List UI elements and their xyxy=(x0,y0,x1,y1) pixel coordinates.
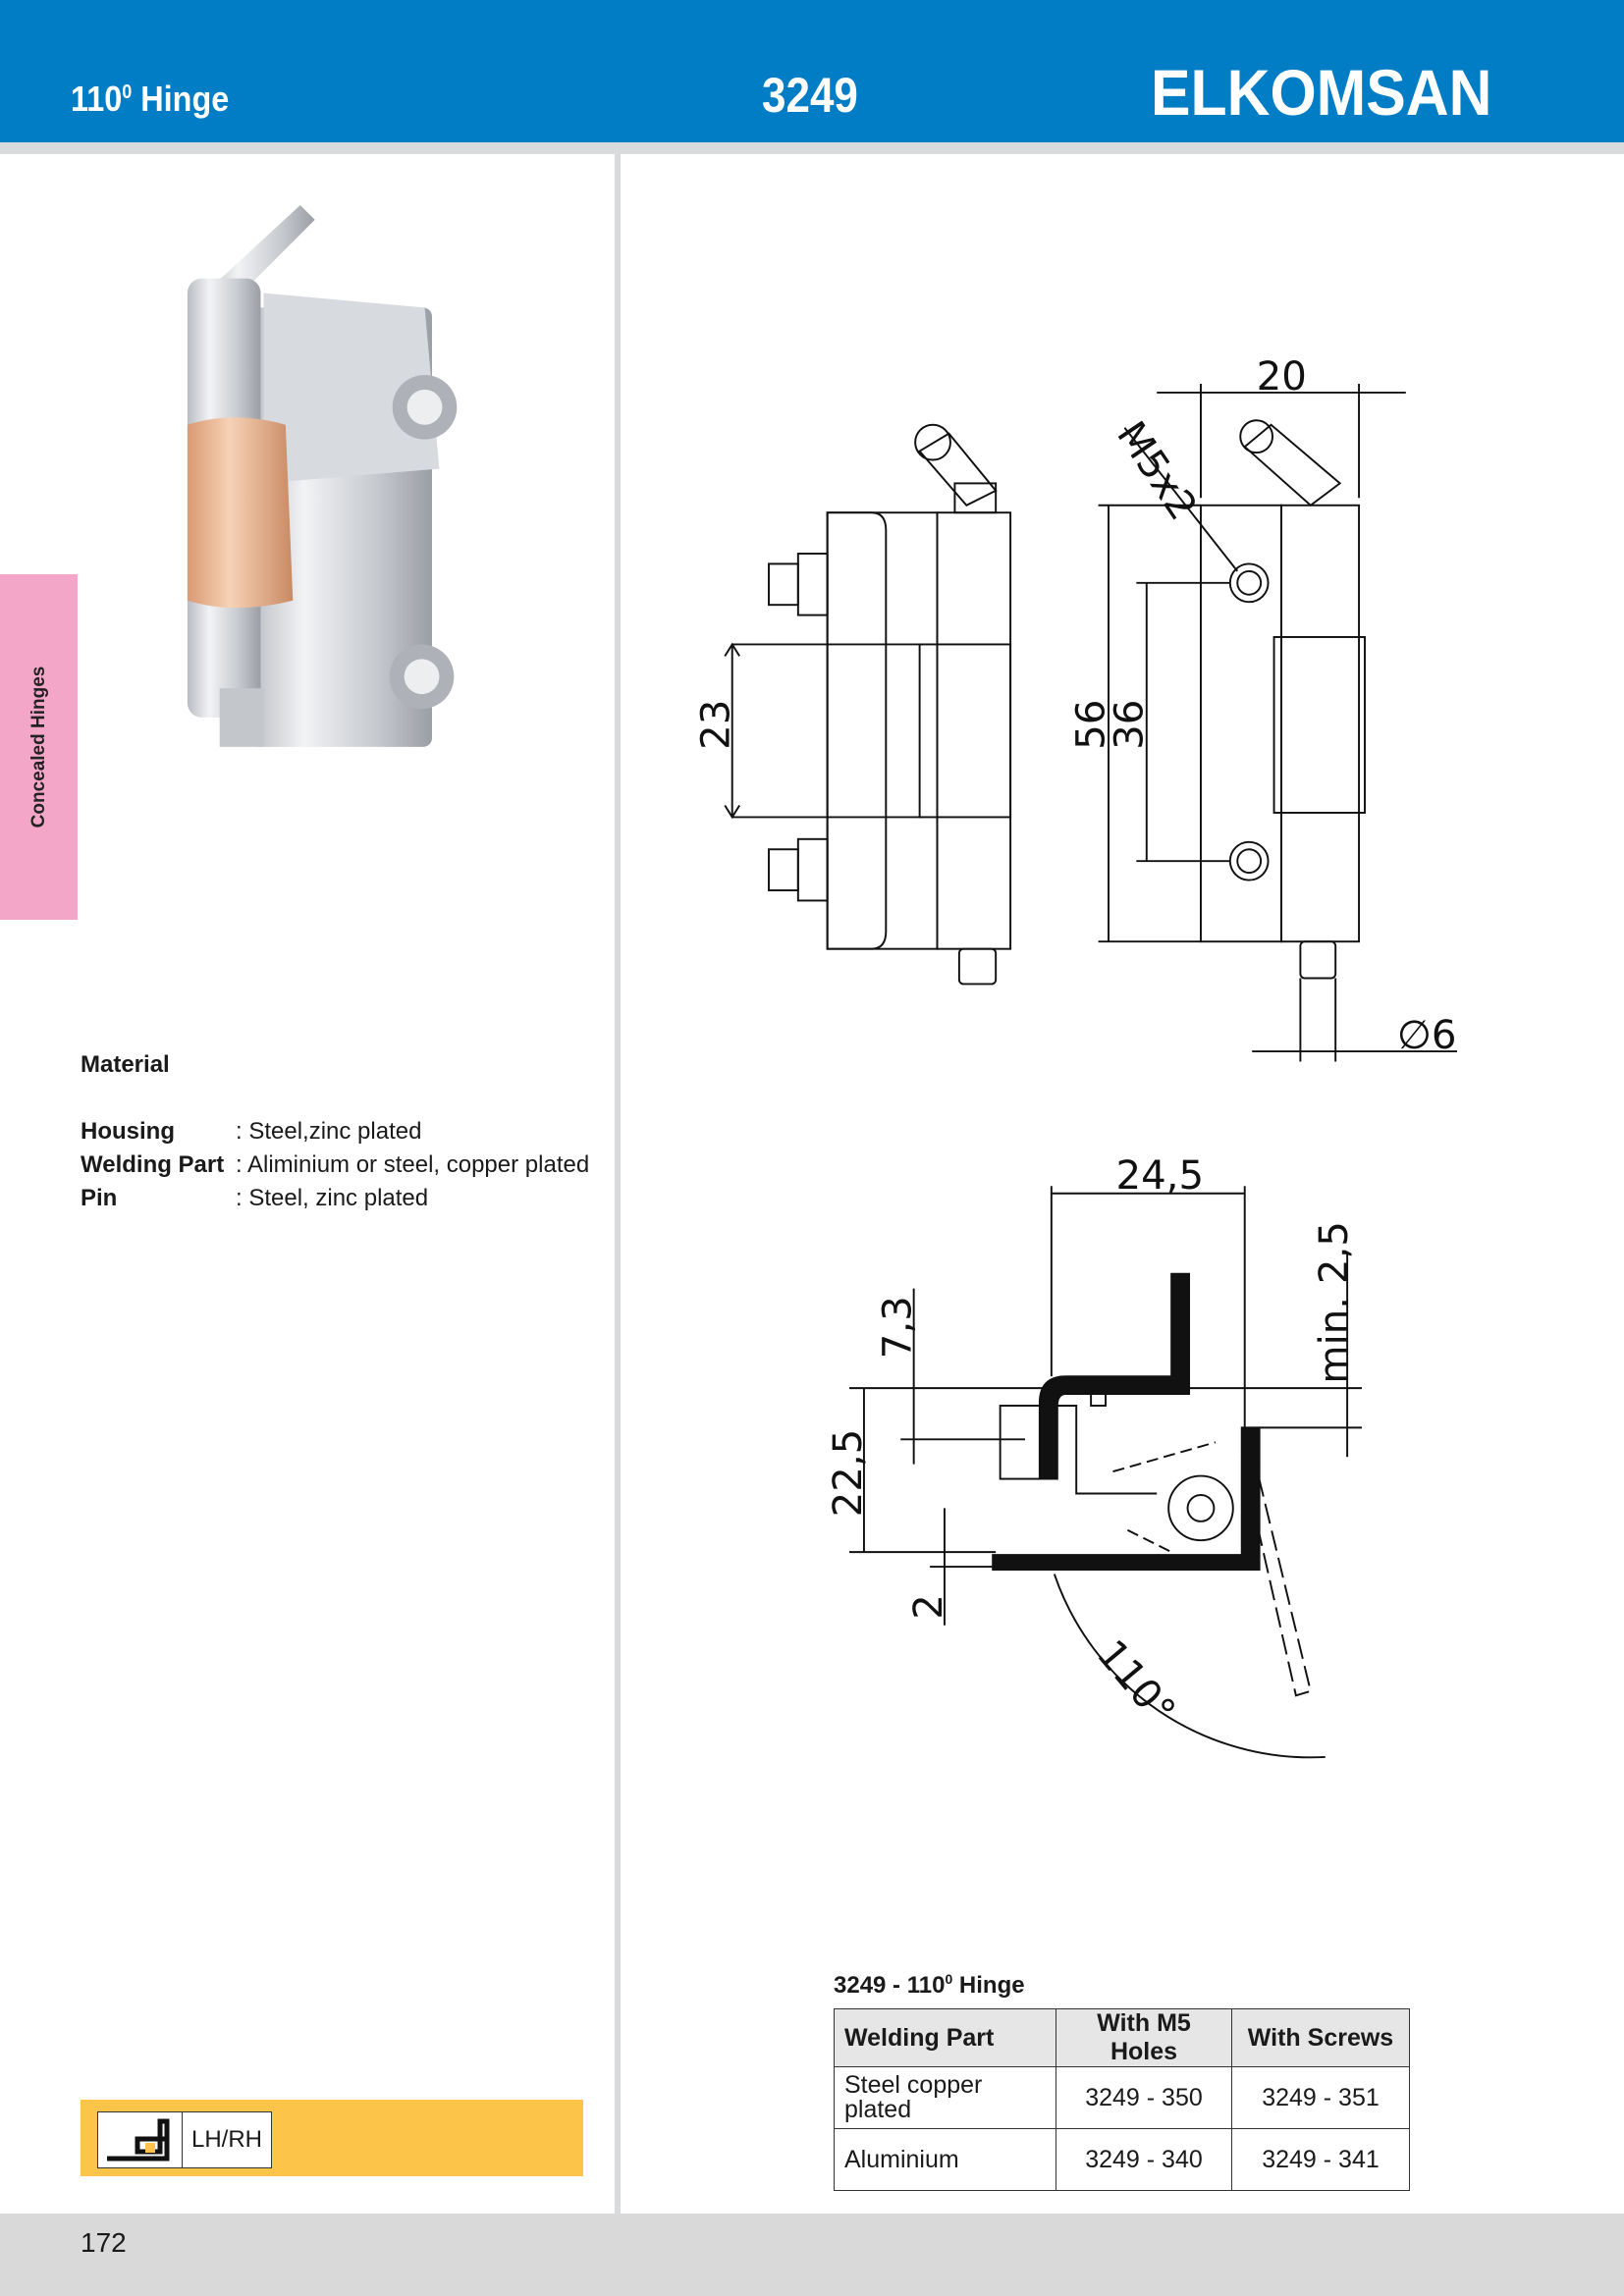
col-header: Welding Part xyxy=(834,2008,1056,2067)
page-header: 1100 Hinge 3249 ELKOMSAN xyxy=(0,0,1624,142)
lh-rh-badge: LH/RH xyxy=(182,2111,272,2168)
cell: Aluminium xyxy=(834,2128,1056,2191)
dim-min-2-5: min. 2,5 xyxy=(1312,1221,1357,1384)
material-key: Housing xyxy=(81,1118,175,1145)
table-header-row: Welding Part With M5 Holes With Screws xyxy=(834,2008,1410,2067)
front-view xyxy=(724,423,1012,986)
concealed-mount-icon xyxy=(97,2111,184,2168)
side-view xyxy=(1098,383,1457,1062)
dim-diameter-6: ∅6 xyxy=(1397,1013,1457,1058)
dim-24-5: 24,5 xyxy=(1115,1153,1204,1199)
table-row: Aluminium 3249 - 340 3249 - 341 xyxy=(834,2128,1410,2191)
cell: 3249 - 350 xyxy=(1056,2066,1232,2129)
col-header: With Screws xyxy=(1231,2008,1410,2067)
dim-2: 2 xyxy=(906,1594,951,1620)
dim-m5x2: M5x2 xyxy=(1108,414,1206,529)
cell: 3249 - 340 xyxy=(1056,2128,1232,2191)
material-value: : Steel, zinc plated xyxy=(236,1185,429,1211)
category-tab[interactable]: Concealed Hinges xyxy=(0,574,78,920)
cell: Steel copper plated xyxy=(834,2066,1056,2129)
table-title: 3249 - 1100 Hinge xyxy=(834,1971,1025,1999)
cell: 3249 - 351 xyxy=(1231,2066,1410,2129)
material-value: : Aliminium or steel, copper plated xyxy=(236,1151,590,1178)
feature-badges: LH/RH xyxy=(81,2100,583,2176)
col-header: With M5 Holes xyxy=(1056,2008,1232,2067)
dim-22-5: 22,5 xyxy=(826,1429,871,1518)
table-row: Steel copper plated 3249 - 350 3249 - 35… xyxy=(834,2066,1410,2129)
material-value: : Steel,zinc plated xyxy=(236,1118,422,1145)
page-number: 172 xyxy=(81,2227,127,2258)
dim-56: 56 xyxy=(1069,700,1114,750)
material-spec: Material Housing : Steel,zinc plated Weld… xyxy=(81,1048,589,1215)
product-title: 1100 Hinge xyxy=(71,79,230,119)
dim-23: 23 xyxy=(694,700,739,750)
material-row: Welding Part : Aliminium or steel, copper… xyxy=(81,1148,589,1182)
material-heading: Material xyxy=(81,1051,170,1078)
page-footer: 172 xyxy=(0,2214,1624,2296)
material-key: Welding Part xyxy=(81,1151,225,1178)
order-table: Welding Part With M5 Holes With Screws S… xyxy=(834,2008,1410,2191)
header-strip xyxy=(0,142,1624,154)
dim-20: 20 xyxy=(1257,354,1307,400)
dim-36: 36 xyxy=(1107,700,1152,750)
dimension-labels: 20 M5x2 23 56 36 ∅6 24,5 7,3 22,5 2 min.… xyxy=(694,354,1457,1734)
material-row: Housing : Steel,zinc plated xyxy=(81,1115,589,1148)
section-view xyxy=(849,1186,1363,1759)
column-divider xyxy=(615,154,621,2216)
material-key: Pin xyxy=(81,1185,118,1211)
brand-logo: ELKOMSAN xyxy=(1151,56,1492,129)
product-code: 3249 xyxy=(762,68,858,123)
cell: 3249 - 341 xyxy=(1231,2128,1410,2191)
material-row: Pin : Steel, zinc plated xyxy=(81,1182,589,1215)
dim-7-3: 7,3 xyxy=(876,1296,921,1359)
